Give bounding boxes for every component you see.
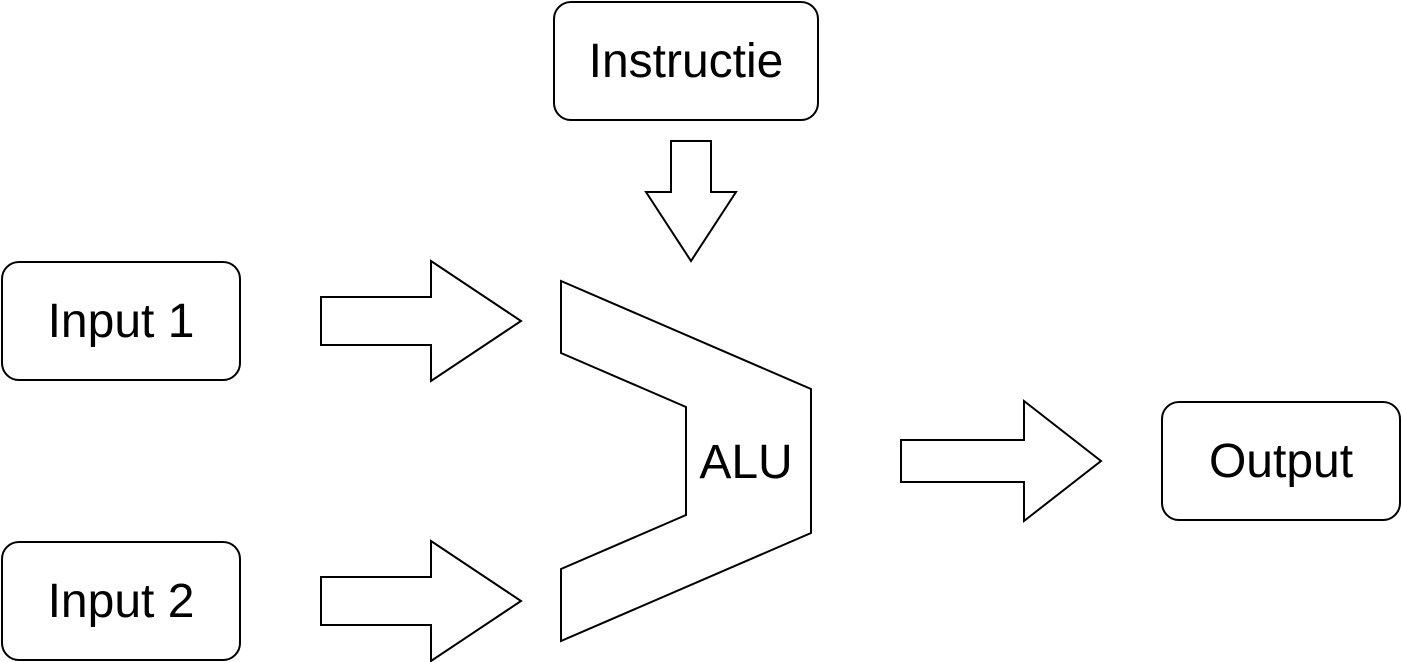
arrow-instructie-to-alu <box>644 140 738 263</box>
input2-label: Input 2 <box>47 574 195 628</box>
arrow-input2-to-alu <box>320 539 523 662</box>
input2-box: Input 2 <box>1 541 241 661</box>
output-label: Output <box>1208 434 1354 488</box>
output-box: Output <box>1161 401 1401 521</box>
arrow-alu-to-output <box>900 398 1103 524</box>
arrow-input1-to-alu <box>320 259 523 383</box>
alu-label: ALU <box>699 435 793 489</box>
input1-label: Input 1 <box>47 294 195 348</box>
input1-box: Input 1 <box>1 261 241 381</box>
instructie-box: Instructie <box>553 1 819 121</box>
instructie-label: Instructie <box>588 34 784 88</box>
alu-shape <box>560 279 812 643</box>
